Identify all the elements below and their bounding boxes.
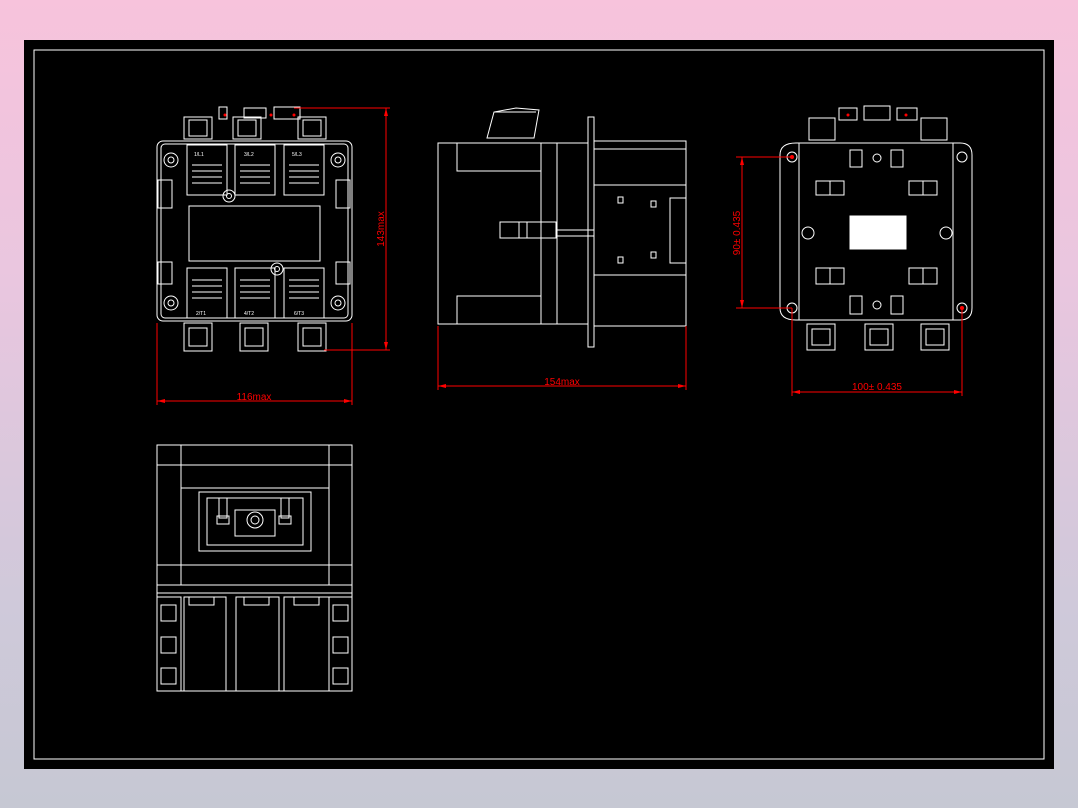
front-view bbox=[156, 106, 353, 352]
terminal-label-l1: 1/L1 bbox=[194, 152, 204, 158]
dim-mount-width: 100± 0.435 bbox=[852, 382, 902, 393]
terminal-label-t2: 4/T2 bbox=[244, 311, 254, 317]
dim-mount-height: 90± 0.435 bbox=[732, 210, 743, 255]
front-dimensions bbox=[156, 107, 390, 405]
side-dimensions bbox=[437, 326, 687, 390]
rear-center-block bbox=[850, 216, 906, 249]
drawing-sheet: 1/L1 3/L2 5/L3 2/T1 4/T2 6/T3 116max 143… bbox=[24, 40, 1054, 769]
terminal-label-l3: 5/L3 bbox=[292, 152, 302, 158]
dim-front-width: 116max bbox=[237, 392, 272, 403]
bottom-view bbox=[156, 444, 353, 692]
dim-side-depth: 154max bbox=[544, 377, 580, 388]
terminal-label-l2: 3/L2 bbox=[244, 152, 254, 158]
dim-front-height: 143max bbox=[376, 211, 387, 247]
side-view bbox=[437, 107, 687, 348]
drawing-border bbox=[33, 49, 1045, 760]
cad-drawing: 1/L1 3/L2 5/L3 2/T1 4/T2 6/T3 116max 143… bbox=[33, 49, 1045, 760]
rear-dimensions bbox=[736, 155, 964, 396]
terminal-label-t3: 6/T3 bbox=[294, 311, 304, 317]
terminal-label-t1: 2/T1 bbox=[196, 311, 206, 317]
